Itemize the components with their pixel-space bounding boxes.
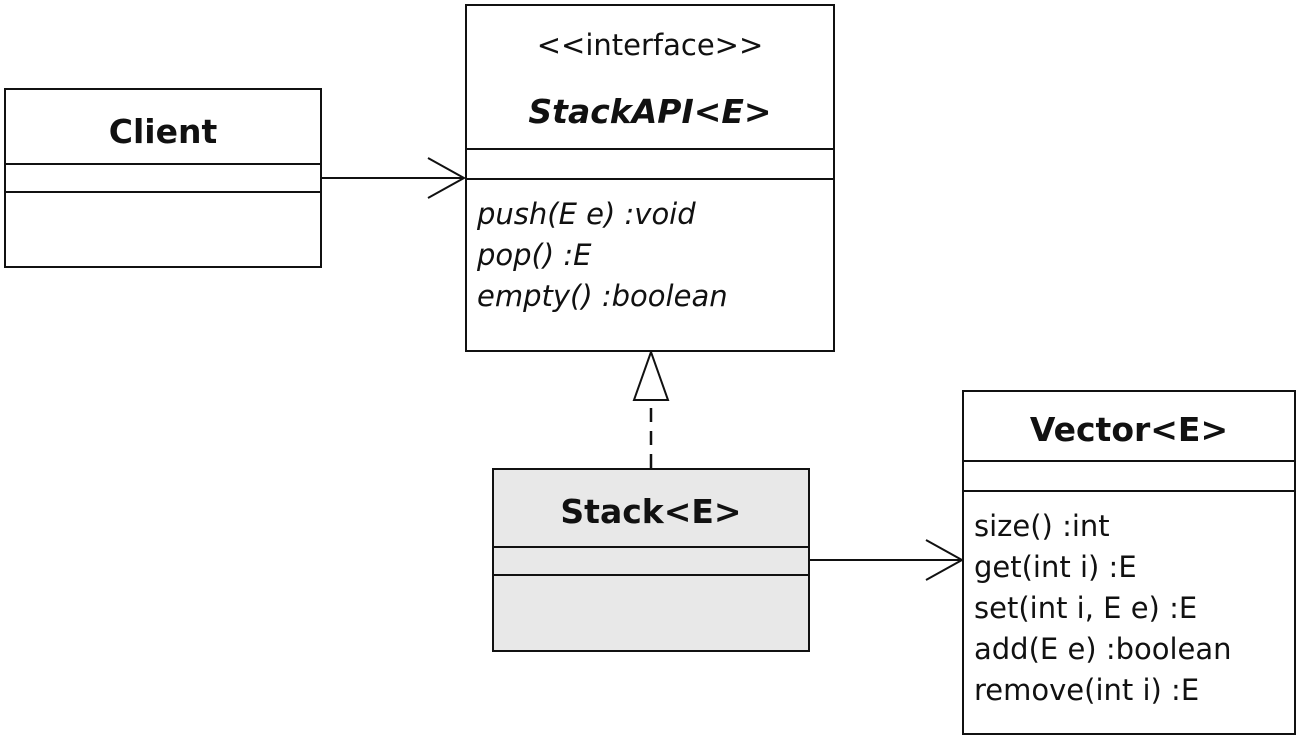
stack-operations-divider (494, 574, 808, 576)
vector-operations-divider (964, 490, 1294, 492)
client-class: Client (4, 88, 322, 268)
stack-attributes-divider (494, 546, 808, 548)
stackapi-operation: pop() :E (477, 238, 592, 272)
client-operations-divider (6, 191, 320, 193)
vector-operation: set(int i, E e) :E (974, 591, 1198, 625)
client-to-stackapi-arrowhead (427, 157, 467, 199)
vector-operation: size() :int (974, 509, 1110, 543)
stackapi-interface: <<interface>> StackAPI<E> push(E e) :voi… (465, 4, 835, 352)
stackapi-stereotype: <<interface>> (536, 28, 764, 62)
vector-class: Vector<E> size() :int get(int i) :E set(… (962, 390, 1296, 735)
vector-operation: remove(int i) :E (974, 673, 1200, 707)
stackapi-operations: push(E e) :void pop() :E empty() :boolea… (477, 194, 728, 317)
vector-operation: add(E e) :boolean (974, 632, 1232, 666)
stackapi-attributes-divider (467, 148, 833, 150)
stackapi-operation: empty() :boolean (477, 279, 728, 313)
vector-operations: size() :int get(int i) :E set(int i, E e… (974, 506, 1232, 711)
client-class-name: Client (108, 112, 218, 151)
vector-operation: get(int i) :E (974, 550, 1137, 584)
stackapi-operations-divider (467, 178, 833, 180)
realization-triangle (632, 349, 670, 401)
vector-class-name: Vector<E> (1029, 410, 1229, 449)
stackapi-class-name: StackAPI<E> (528, 92, 772, 131)
vector-attributes-divider (964, 460, 1294, 462)
client-attributes-divider (6, 163, 320, 165)
stack-class-name: Stack<E> (560, 492, 742, 531)
stackapi-operation: push(E e) :void (477, 197, 696, 231)
stack-class: Stack<E> (492, 468, 810, 652)
